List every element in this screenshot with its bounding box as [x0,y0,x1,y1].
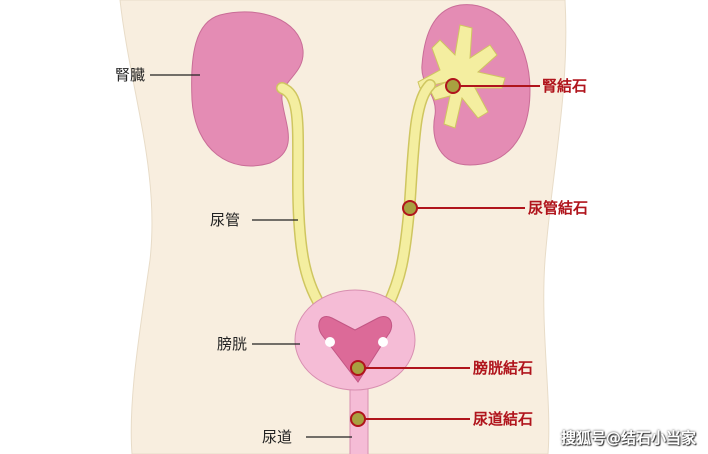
label-bladder: 膀胱 [217,335,248,353]
bladder-trigone [318,316,393,383]
label-ureter-stone: 尿管結石 [528,199,589,217]
bladder-stone [350,360,366,376]
label-kidney-stone: 腎結石 [542,77,588,95]
urethra-stone [350,411,366,427]
label-ureter: 尿管 [210,211,241,229]
ureter-stone [402,200,418,216]
right-kidney-calyx [417,24,506,129]
left-kidney [191,11,304,167]
kidney-stone [445,78,461,94]
label-urethra-stone: 尿道結石 [473,410,534,428]
watermark: 搜狐号@结石小当家 [560,429,696,447]
label-bladder-stone: 膀胱結石 [473,359,534,377]
label-kidney: 腎臓 [115,66,146,84]
stone-lines [358,85,540,420]
label-urethra: 尿道 [262,428,293,446]
pointer-lines [150,74,352,438]
